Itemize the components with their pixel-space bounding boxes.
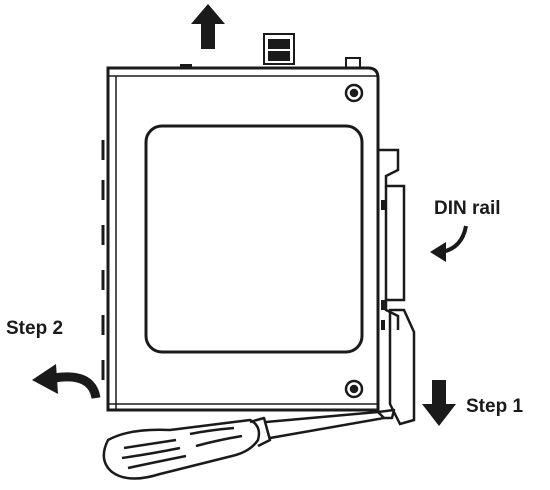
step1-label: Step 1 xyxy=(466,396,524,417)
device-body xyxy=(106,66,380,412)
arrow-down-icon xyxy=(422,380,456,426)
screw-bottom xyxy=(344,379,364,399)
top-button xyxy=(180,64,192,68)
curved-arrow-icon xyxy=(430,225,468,262)
screw-top xyxy=(344,83,364,103)
top-connector xyxy=(263,33,295,65)
din-latch xyxy=(388,308,416,426)
din-rail-label: DIN rail xyxy=(434,198,501,219)
din-clip xyxy=(378,148,406,330)
front-panel xyxy=(144,124,364,354)
step2-curved-arrow-icon xyxy=(32,364,101,400)
step2-label: Step 2 xyxy=(6,318,64,339)
screwdriver-icon xyxy=(102,408,396,480)
arrow-up-icon xyxy=(191,4,225,49)
